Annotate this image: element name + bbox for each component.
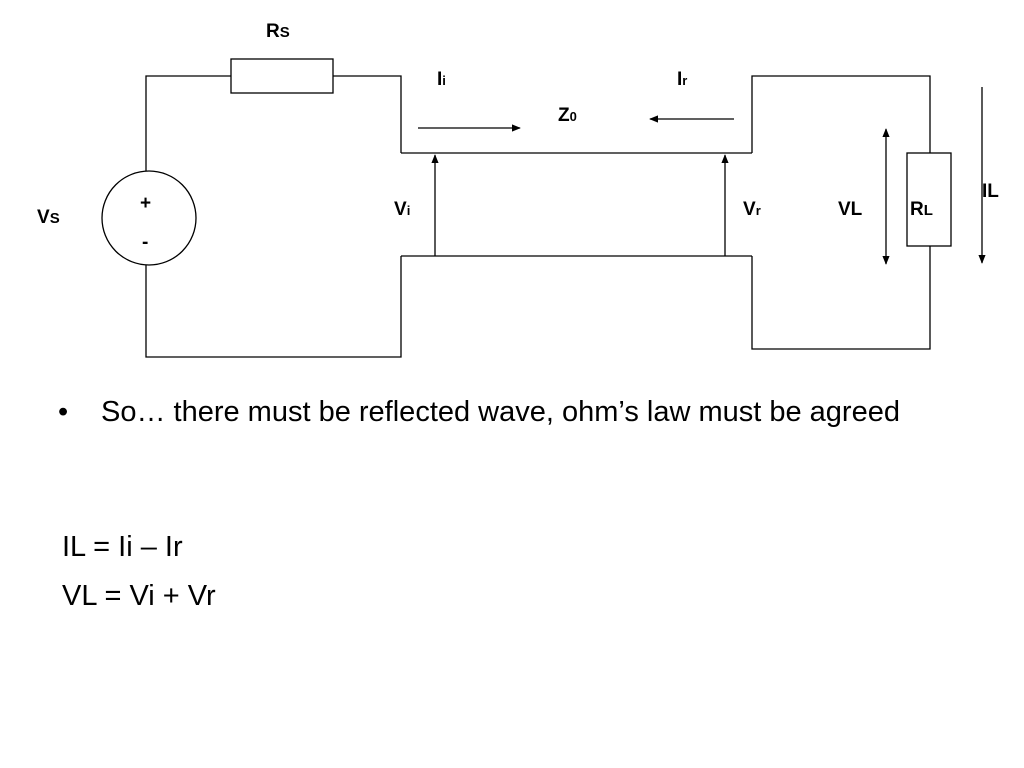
vs-label-main: V [37,207,50,228]
source-top-wire [145,75,231,172]
rl-label: RL [910,200,933,219]
equation-voltage: VL = Vi + Vr [62,580,216,612]
rs-label-sub: S [279,24,290,41]
il-label: IL [982,181,999,202]
load-top-wire [751,75,931,153]
ir-label: Ir [677,70,687,89]
z0-label-main: Z [558,105,570,126]
transmission-line-circuit [101,58,986,358]
ii-label-sub: i [442,73,446,88]
ir-label-main: I [677,69,683,90]
vl-label: VL [838,199,863,220]
plus-sign: + [140,193,152,214]
ii-label-main: I [437,69,443,90]
ir-label-sub: r [682,73,688,88]
load-bottom-wire [751,246,931,350]
z0-label-sub: 0 [569,109,577,124]
vr-label: Vr [743,200,761,219]
z0-label: Z0 [558,106,577,125]
rs-label: RS [266,22,290,41]
rl-resistor [906,152,952,247]
voltage-source [101,170,197,266]
bullet-text: So… there must be reflected wave, ohm’s … [101,396,900,428]
rs-to-line-wire [333,75,402,153]
vi-label-sub: i [406,203,411,218]
rl-label-sub: L [923,202,933,219]
rs-resistor [230,58,334,94]
vs-label: VS [37,208,60,227]
source-bottom-wire [145,256,402,358]
ii-label: Ii [437,70,446,89]
equation-current: IL = Ii – Ir [62,531,183,563]
vi-label-main: V [394,199,407,220]
vr-label-sub: r [755,203,761,218]
bullet-icon: • [58,396,69,428]
rl-label-main: R [910,199,924,220]
vs-label-sub: S [49,210,60,227]
vi-label: Vi [394,200,410,219]
rs-label-main: R [266,21,280,42]
minus-sign: - [142,232,149,253]
vr-label-main: V [743,199,756,220]
